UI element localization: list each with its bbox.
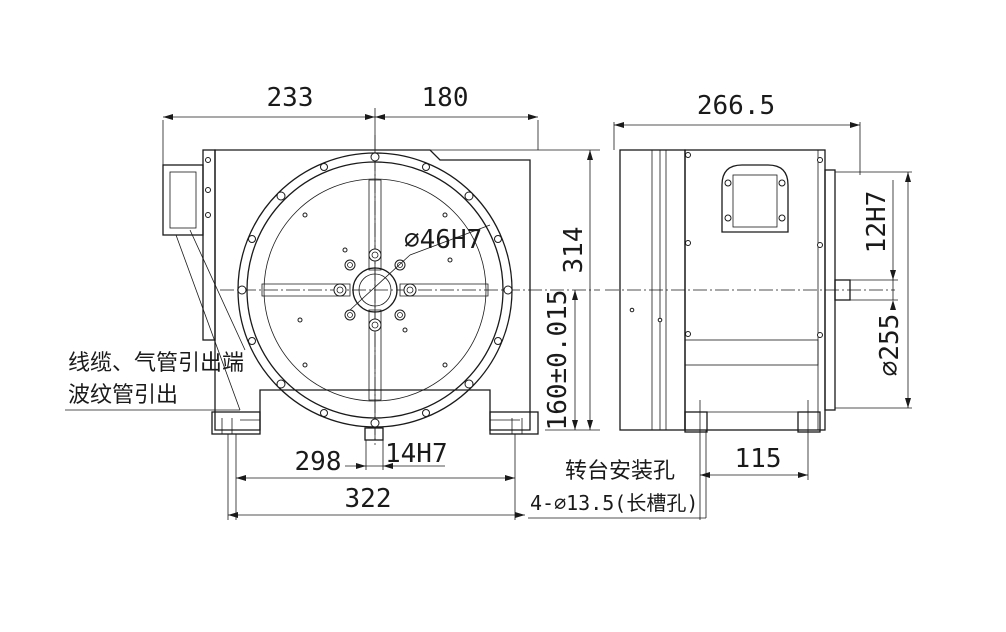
dim-322: 322 (345, 484, 392, 514)
label-mount-holes: 转台安装孔 (565, 459, 675, 484)
dim-298: 298 (295, 447, 342, 477)
dim-115: 115 (735, 444, 782, 474)
dim-12h7: 12H7 (862, 191, 892, 254)
front-view: 233 180 (65, 83, 600, 520)
dim-14h7: 14H7 (385, 439, 448, 469)
dim-bore-46h7: ⌀46H7 (404, 225, 482, 255)
outer-bolt-holes (237, 152, 513, 428)
dim-160-tolerance: 160±0.015 (543, 290, 573, 431)
label-mount-hole-spec: 4-⌀13.5(长槽孔) (530, 491, 698, 515)
dim-255: ⌀255 (875, 314, 905, 377)
side-view: 266.5 (528, 91, 912, 520)
label-cable-outlet: 线缆、气管引出端 (68, 351, 244, 376)
dim-233: 233 (267, 83, 314, 113)
dim-180: 180 (422, 83, 469, 113)
dim-266-5: 266.5 (697, 91, 775, 121)
inner-bolt-holes (297, 212, 453, 368)
dim-314: 314 (559, 227, 589, 274)
label-corrugated-tube: 波纹管引出 (68, 383, 178, 408)
